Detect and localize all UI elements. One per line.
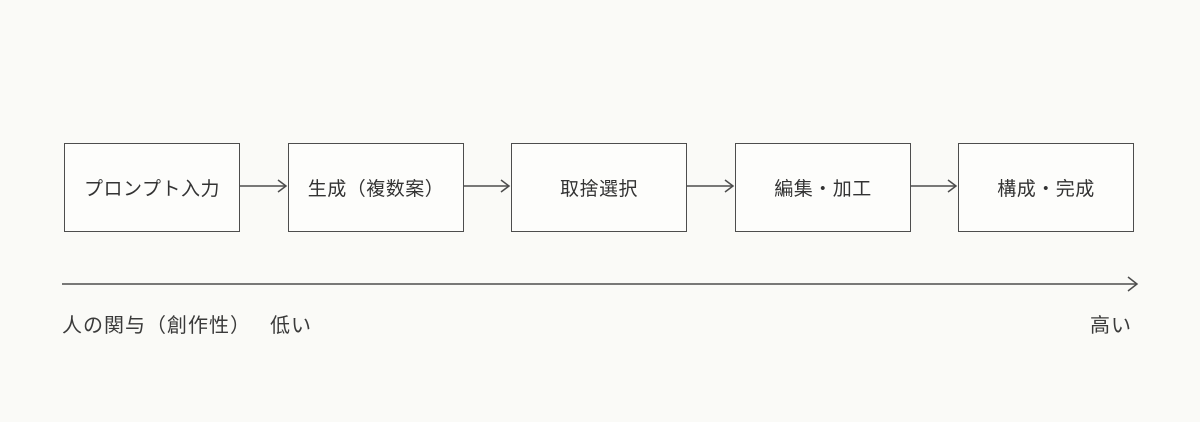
flow-step-label: 編集・加工 <box>774 179 872 200</box>
flow-step-label: 生成（複数案） <box>307 179 445 200</box>
right-arrow-icon <box>687 179 735 193</box>
flow-step-prompt-input: プロンプト入力 <box>64 143 240 232</box>
flow-step-selection: 取捨選択 <box>511 143 687 232</box>
flow-step-label: 構成・完成 <box>997 179 1095 200</box>
flow-step-label: 取捨選択 <box>559 179 638 200</box>
axis-title: 人の関与（創作性） <box>62 315 251 337</box>
flow-step-completion: 構成・完成 <box>958 143 1134 232</box>
axis-max-label: 高い <box>1090 315 1132 337</box>
axis-min-label: 低い <box>270 315 312 337</box>
flow-step-label: プロンプト入力 <box>84 179 220 200</box>
flow-step-generation: 生成（複数案） <box>288 143 464 232</box>
axis-arrow-icon <box>62 276 1139 292</box>
right-arrow-icon <box>910 179 958 193</box>
right-arrow-icon <box>240 179 288 193</box>
flow-step-editing: 編集・加工 <box>735 143 911 232</box>
right-arrow-icon <box>463 179 511 193</box>
